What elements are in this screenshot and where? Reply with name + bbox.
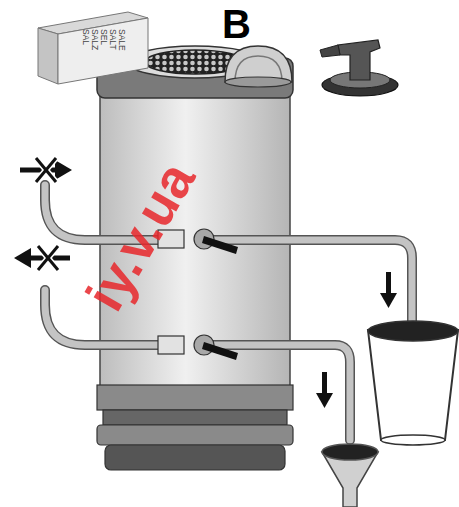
bucket — [368, 321, 458, 445]
figure-letter: B — [222, 2, 251, 47]
box-side — [38, 28, 58, 84]
package-text: SALE SALT SEL SALZ SAL — [81, 29, 126, 63]
salt-box: SALE SALT SEL SALZ SAL — [32, 6, 154, 86]
blocked-arrows — [14, 158, 72, 270]
box-front — [58, 18, 148, 84]
funnel — [322, 444, 378, 507]
hoses — [45, 185, 412, 440]
valves — [158, 229, 238, 360]
spare-parts — [225, 40, 398, 96]
